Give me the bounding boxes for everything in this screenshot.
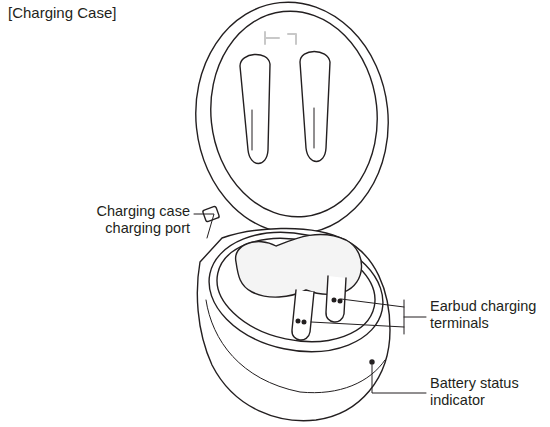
case-lid (184, 0, 399, 243)
part-label: Charging case charging port (40, 203, 190, 238)
part-label: Battery status indicator (430, 375, 548, 410)
part-label: Earbud charging terminals (430, 298, 548, 333)
leader-lines (194, 214, 426, 393)
diagram-title: [Charging Case] (8, 4, 208, 22)
case-base (197, 217, 394, 421)
